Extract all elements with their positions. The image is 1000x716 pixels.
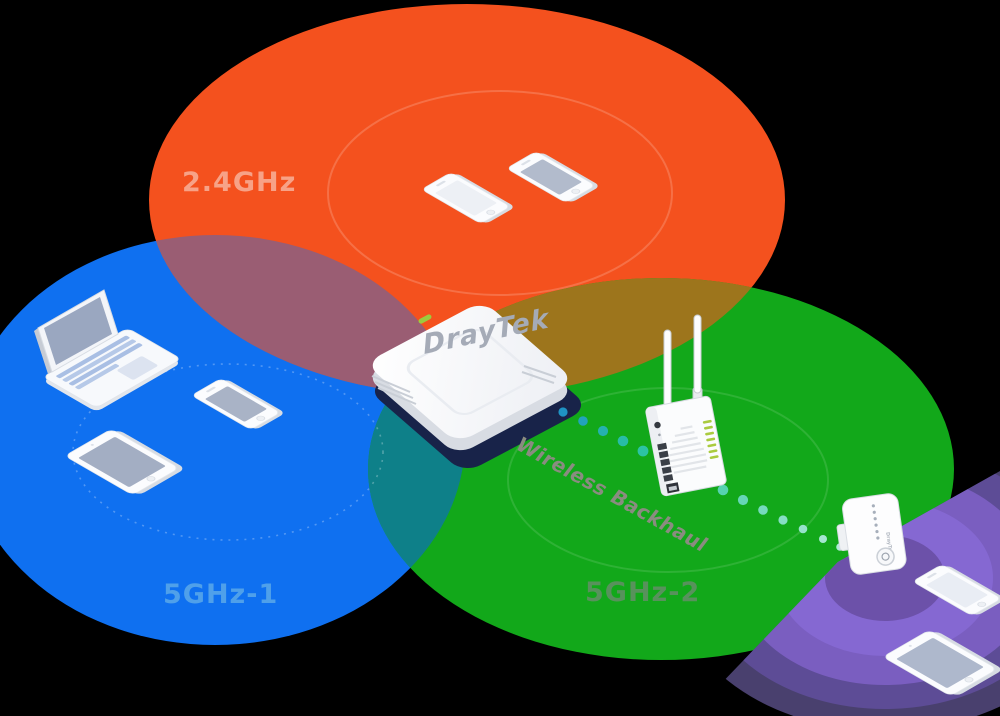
wall-ap-vent-grille [669, 425, 708, 474]
smartphone-24ghz-1 [423, 173, 513, 223]
zone-label-5ghz1: 5GHz-1 [163, 579, 278, 610]
zone-label-24ghz: 2.4GHz [182, 167, 296, 198]
smartphone-extender-zone [914, 565, 1000, 615]
laptop-lid-edge [34, 328, 52, 374]
ceiling-access-point: DrayTek [371, 303, 568, 451]
overlap-24ghz-5ghz1 [149, 235, 465, 396]
extender-wps-button [876, 547, 895, 566]
ceiling-ap-top [372, 305, 568, 439]
wall-ap-leds [702, 419, 719, 460]
wall-access-point [645, 314, 727, 497]
laptop-screen [44, 297, 112, 365]
laptop-icon [34, 289, 179, 411]
smartphone-5ghz1 [193, 379, 283, 429]
tablet-5ghz1 [67, 430, 183, 494]
extender-brand-text: DrayTek [884, 532, 893, 556]
wall-ap-ports [654, 421, 680, 494]
ceiling-ap-vents [371, 365, 557, 405]
extender-led-dots [871, 504, 880, 540]
tablet-extender-zone [885, 631, 1000, 695]
range-extender: DrayTek [836, 493, 907, 575]
antenna-right-icon [692, 314, 703, 404]
zone-label-5ghz2: 5GHz-2 [585, 577, 700, 608]
ceiling-ap-led [418, 314, 432, 324]
range-ring-5ghz1 [72, 363, 384, 541]
smartphone-24ghz-2 [508, 152, 598, 202]
wall-ap-body [645, 395, 727, 497]
range-ring-24ghz [327, 90, 673, 296]
